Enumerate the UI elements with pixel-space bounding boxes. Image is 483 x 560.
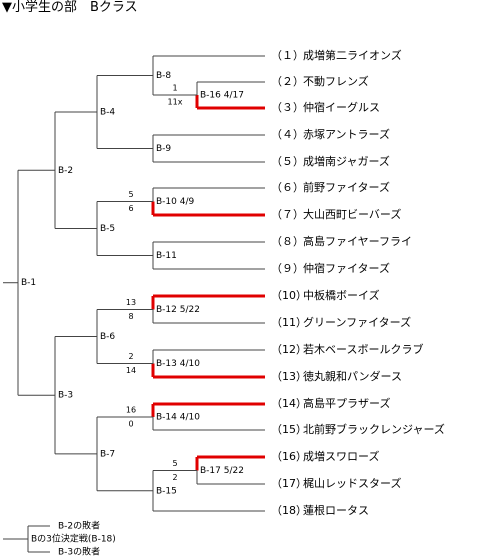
match-label: B-14 4/10 (156, 413, 200, 423)
match-label: B-8 (156, 71, 171, 81)
score-bottom: 6 (128, 204, 133, 213)
third-place-loser-top: B-2の敗者 (58, 520, 100, 532)
team-seed: （９） (271, 262, 304, 275)
team-name: 仲宿イーグルス (303, 100, 380, 114)
team-seed: （18） (271, 504, 307, 517)
team-seed: （14） (271, 397, 307, 410)
match-label: B-2 (58, 166, 73, 176)
team-seed: （12） (271, 343, 307, 356)
team-seed: （４） (271, 128, 304, 141)
team-seed: （15） (271, 423, 307, 436)
team-seed: （６） (271, 181, 304, 194)
score-top: 13 (126, 298, 136, 307)
third-place-label: Bの3位決定戦(B-18) (31, 533, 116, 545)
match-label: B-7 (100, 449, 115, 459)
team-name: 赤塚アントラーズ (303, 127, 390, 141)
team-name: 成増第二ライオンズ (303, 48, 402, 62)
team-name: 不動フレンズ (303, 74, 369, 88)
team-name: 高島平プラザーズ (303, 396, 390, 410)
team-seed: （２） (271, 75, 304, 88)
team-seed: （10） (271, 289, 307, 302)
team-name: 若木ベースボールクラブ (303, 342, 423, 356)
page-title: ▼小学生の部 Bクラス (2, 0, 138, 15)
team-name: 高島ファイヤーフライ (303, 234, 412, 248)
match-label: B-10 4/9 (156, 197, 194, 207)
team-name: 梶山レッドスターズ (303, 476, 401, 490)
match-label: B-4 (100, 108, 115, 118)
match-label: B-5 (100, 224, 115, 234)
team-seed: （５） (271, 155, 304, 168)
team-name: 前野ファイターズ (303, 180, 390, 194)
third-place-loser-bottom: B-3の敗者 (58, 546, 100, 558)
team-name: 大山西町ビーバーズ (303, 207, 401, 221)
score-bottom: 11x (168, 98, 183, 107)
match-label: B-17 5/22 (200, 466, 244, 476)
team-name: 成増南ジャガーズ (303, 154, 390, 168)
team-seed: （１） (271, 49, 304, 62)
match-label: B-1 (21, 278, 36, 288)
team-seed: （７） (271, 208, 304, 221)
score-bottom: 8 (128, 312, 133, 321)
match-label: B-16 4/17 (200, 91, 244, 101)
score-top: 5 (128, 190, 133, 199)
match-label: B-3 (58, 391, 73, 401)
team-name: 北前野ブラックレンジャーズ (303, 422, 445, 436)
match-label: B-15 (156, 486, 177, 496)
score-top: 16 (126, 406, 136, 415)
match-label: B-13 4/10 (156, 359, 200, 369)
score-top: 2 (128, 352, 133, 361)
team-name: 仲宿ファイターズ (303, 261, 390, 275)
score-bottom: 2 (172, 473, 177, 482)
team-name: 成増スワローズ (303, 449, 379, 463)
team-seed: （13） (271, 370, 307, 383)
team-name: グリーンファイターズ (303, 315, 411, 329)
score-bottom: 0 (128, 420, 133, 429)
team-seed: （３） (271, 101, 304, 114)
team-name: 徳丸親和パンダース (303, 369, 402, 383)
match-label: B-9 (156, 144, 171, 154)
team-name: 蓮根ロータス (303, 503, 369, 517)
match-label: B-12 5/22 (156, 305, 200, 315)
match-label: B-11 (156, 251, 177, 261)
score-top: 5 (172, 459, 177, 468)
team-seed: （17） (271, 477, 307, 490)
score-top: 1 (172, 84, 177, 93)
score-bottom: 14 (126, 366, 136, 375)
team-seed: （16） (271, 450, 307, 463)
team-seed: （８） (271, 235, 304, 248)
team-name: 中板橋ボーイズ (303, 288, 380, 302)
match-label: B-6 (100, 332, 115, 342)
team-seed: （11） (271, 316, 307, 329)
